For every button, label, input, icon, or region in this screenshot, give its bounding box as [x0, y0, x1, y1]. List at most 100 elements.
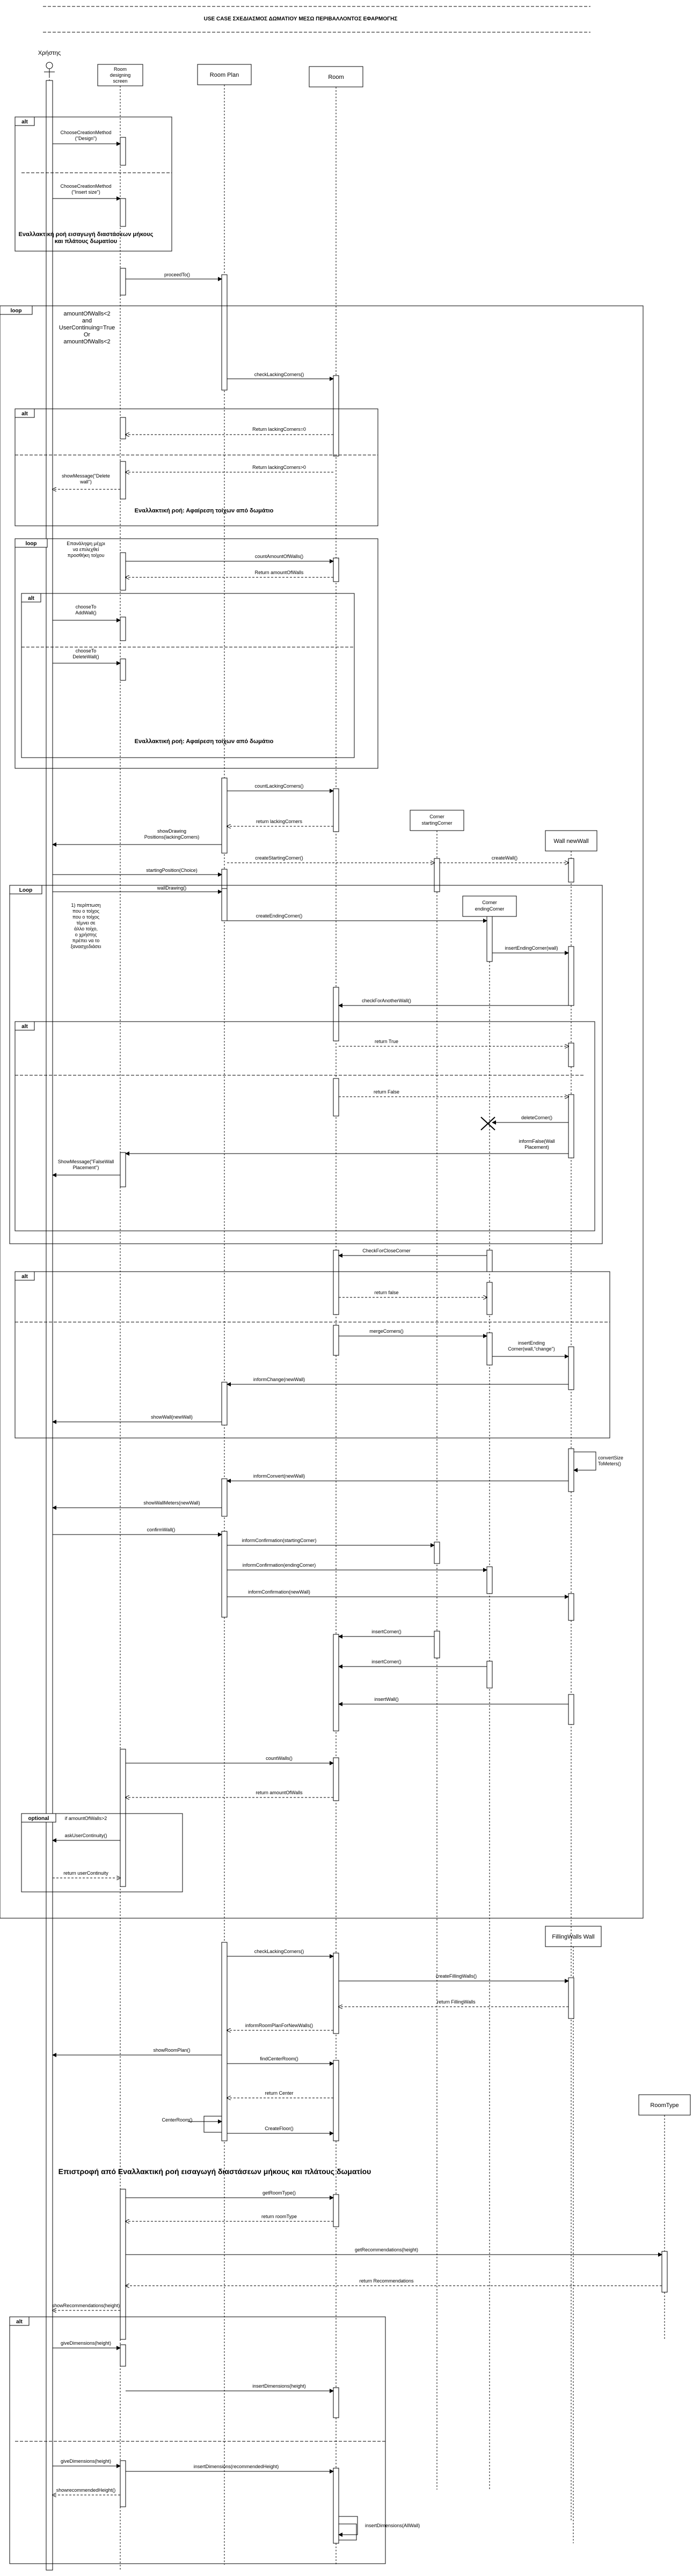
svg-text:checkForAnotherWall(): checkForAnotherWall() [362, 998, 411, 1003]
svg-text:CenterRoom(): CenterRoom() [162, 2117, 192, 2123]
svg-text:Εναλλακτική ροή εισαγωγή διαστ: Εναλλακτική ροή εισαγωγή διαστάσεων μήκο… [19, 231, 154, 245]
svg-text:insertEndingCorner(wall): insertEndingCorner(wall) [505, 945, 558, 951]
svg-text:alt: alt [21, 1024, 28, 1030]
participant-newwall [545, 830, 597, 852]
svg-text:informChange(newWall): informChange(newWall) [253, 1377, 305, 1382]
alt-fragment-2 [14, 408, 378, 526]
svg-text:return Center: return Center [265, 2090, 293, 2096]
svg-text:informConfirmation(newWall): informConfirmation(newWall) [248, 1589, 310, 1595]
svg-text:confirmWall(): confirmWall() [147, 1527, 176, 1532]
destroy-icon [480, 1117, 495, 1131]
svg-text:giveDimensions(height): giveDimensions(height) [61, 2340, 111, 2346]
svg-text:CreateFloor(): CreateFloor() [265, 2126, 294, 2131]
svg-text:insertCorner(): insertCorner() [371, 1629, 402, 1634]
svg-text:if amountOfWalls>2: if amountOfWalls>2 [65, 1816, 107, 1821]
svg-text:alt: alt [28, 596, 34, 601]
participant-filling-label: FillingWalls Wall [552, 1934, 594, 1940]
svg-text:checkLackingCorners(): checkLackingCorners() [254, 372, 304, 377]
svg-text:ChooseCreationMethod("Design"): ChooseCreationMethod("Design") [60, 130, 111, 141]
participant-plan [197, 64, 252, 85]
svg-text:alt: alt [21, 119, 28, 125]
svg-text:return False: return False [374, 1089, 399, 1095]
alt-fragment-5 [14, 1271, 610, 1439]
activation-actor [46, 80, 53, 2571]
svg-text:insertDimensions(height): insertDimensions(height) [252, 2383, 306, 2389]
svg-text:informConvert(newWall): informConvert(newWall) [253, 1473, 305, 1479]
svg-text:showrecommendedHeight(): showrecommendedHeight() [56, 2487, 116, 2493]
svg-text:return false: return false [374, 1290, 398, 1295]
participant-roomtype-label: RoomType [650, 2102, 679, 2109]
svg-text:showRecommendations(height): showRecommendations(height) [52, 2303, 120, 2308]
svg-text:createStartingCorner(): createStartingCorner() [255, 855, 303, 861]
alt-fragment-1 [14, 116, 172, 252]
msg-convert-size [573, 1451, 596, 1472]
svg-text:askUserContinuity(): askUserContinuity() [64, 1833, 107, 1838]
svg-text:return userContinuity: return userContinuity [63, 1870, 108, 1876]
svg-text:return True: return True [375, 1039, 398, 1044]
svg-text:Εναλλακτική ροή: Αφαίρεση τοίχ: Εναλλακτική ροή: Αφαίρεση τοίχων από δωμ… [135, 738, 274, 745]
svg-text:Εναλλακτική ροή: Αφαίρεση τοίχ: Εναλλακτική ροή: Αφαίρεση τοίχων από δωμ… [135, 508, 274, 514]
svg-text:Return lackingCorners=0: Return lackingCorners=0 [252, 427, 306, 432]
svg-text:informRoomPlanForNewWalls(): informRoomPlanForNewWalls() [245, 2023, 313, 2028]
svg-text:loop: loop [10, 308, 21, 314]
svg-text:Return lackingCorners>0: Return lackingCorners>0 [252, 465, 306, 470]
svg-text:findCenterRoom(): findCenterRoom() [260, 2056, 298, 2061]
participant-room [309, 66, 363, 87]
svg-text:optional: optional [28, 1816, 49, 1822]
svg-text:createWall(): createWall() [492, 855, 517, 861]
svg-text:deleteCorner(): deleteCorner() [521, 1115, 552, 1120]
svg-text:insertDimensions(recommendedHe: insertDimensions(recommendedHeight) [194, 2464, 279, 2469]
svg-text:wallDrawing(): wallDrawing() [157, 885, 187, 891]
participant-screen [97, 64, 143, 86]
svg-text:insertDimensions(AllWall): insertDimensions(AllWall) [365, 2523, 420, 2528]
svg-text:proceedTo(): proceedTo() [164, 272, 190, 277]
loop-fragment-choice [14, 538, 378, 769]
actor: Χρήστης [38, 50, 61, 76]
svg-text:informConfirmation(startingCor: informConfirmation(startingCorner) [242, 1538, 316, 1543]
svg-text:return amountOfWalls: return amountOfWalls [256, 1790, 303, 1795]
svg-text:alt: alt [21, 411, 28, 417]
participant-room-label: Room [328, 74, 344, 80]
svg-text:Loop: Loop [19, 887, 32, 893]
svg-text:countWalls(): countWalls() [266, 1756, 293, 1761]
alt-fragment-4 [14, 1021, 595, 1231]
svg-text:showWall(newWall): showWall(newWall) [151, 1414, 193, 1420]
actor-icon [46, 62, 53, 69]
svg-text:createEndingCorner(): createEndingCorner() [256, 913, 303, 919]
svg-text:showWallMeters(newWall): showWallMeters(newWall) [143, 1500, 200, 1506]
participant-filling [545, 1926, 602, 1947]
svg-text:insertWall(): insertWall() [374, 1697, 398, 1702]
msg-insert-allwall [338, 2516, 358, 2537]
svg-text:checkLackingCorners(): checkLackingCorners() [254, 1949, 304, 1954]
svg-text:return roomType: return roomType [261, 2214, 297, 2219]
svg-text:informConfirmation(endingCorne: informConfirmation(endingCorner) [243, 1562, 316, 1568]
svg-text:insertEndingCorner(wall,"chang: insertEndingCorner(wall,"change") [508, 1340, 555, 1352]
diagram-title: USE CASE ΣΧΕΔΙΑΣΜΟΣ ΔΩΜΑΤΙΟΥ ΜΕΣΩ ΠΕΡΙΒΑ… [204, 16, 398, 22]
actor-label: Χρήστης [38, 50, 61, 56]
svg-text:countAmountOfWalls(): countAmountOfWalls() [255, 554, 303, 559]
participant-plan-label: Room Plan [210, 72, 239, 78]
svg-text:giveDimensions(height): giveDimensions(height) [61, 2458, 111, 2464]
participant-roomtype [638, 2094, 691, 2116]
return-heading: Επιστροφή από Εναλλακτική ροή εισαγωγή δ… [59, 2167, 371, 2176]
svg-text:showRoomPlan(): showRoomPlan() [153, 2047, 190, 2053]
svg-text:createFillingWalls(): createFillingWalls() [436, 1973, 477, 1979]
alt-fragment-3 [21, 593, 355, 758]
participant-end [462, 896, 517, 917]
svg-text:return lackingCorners: return lackingCorners [256, 819, 303, 824]
optional-fragment [21, 1813, 183, 1892]
participant-newwall-label: Wall newWall [553, 838, 588, 845]
